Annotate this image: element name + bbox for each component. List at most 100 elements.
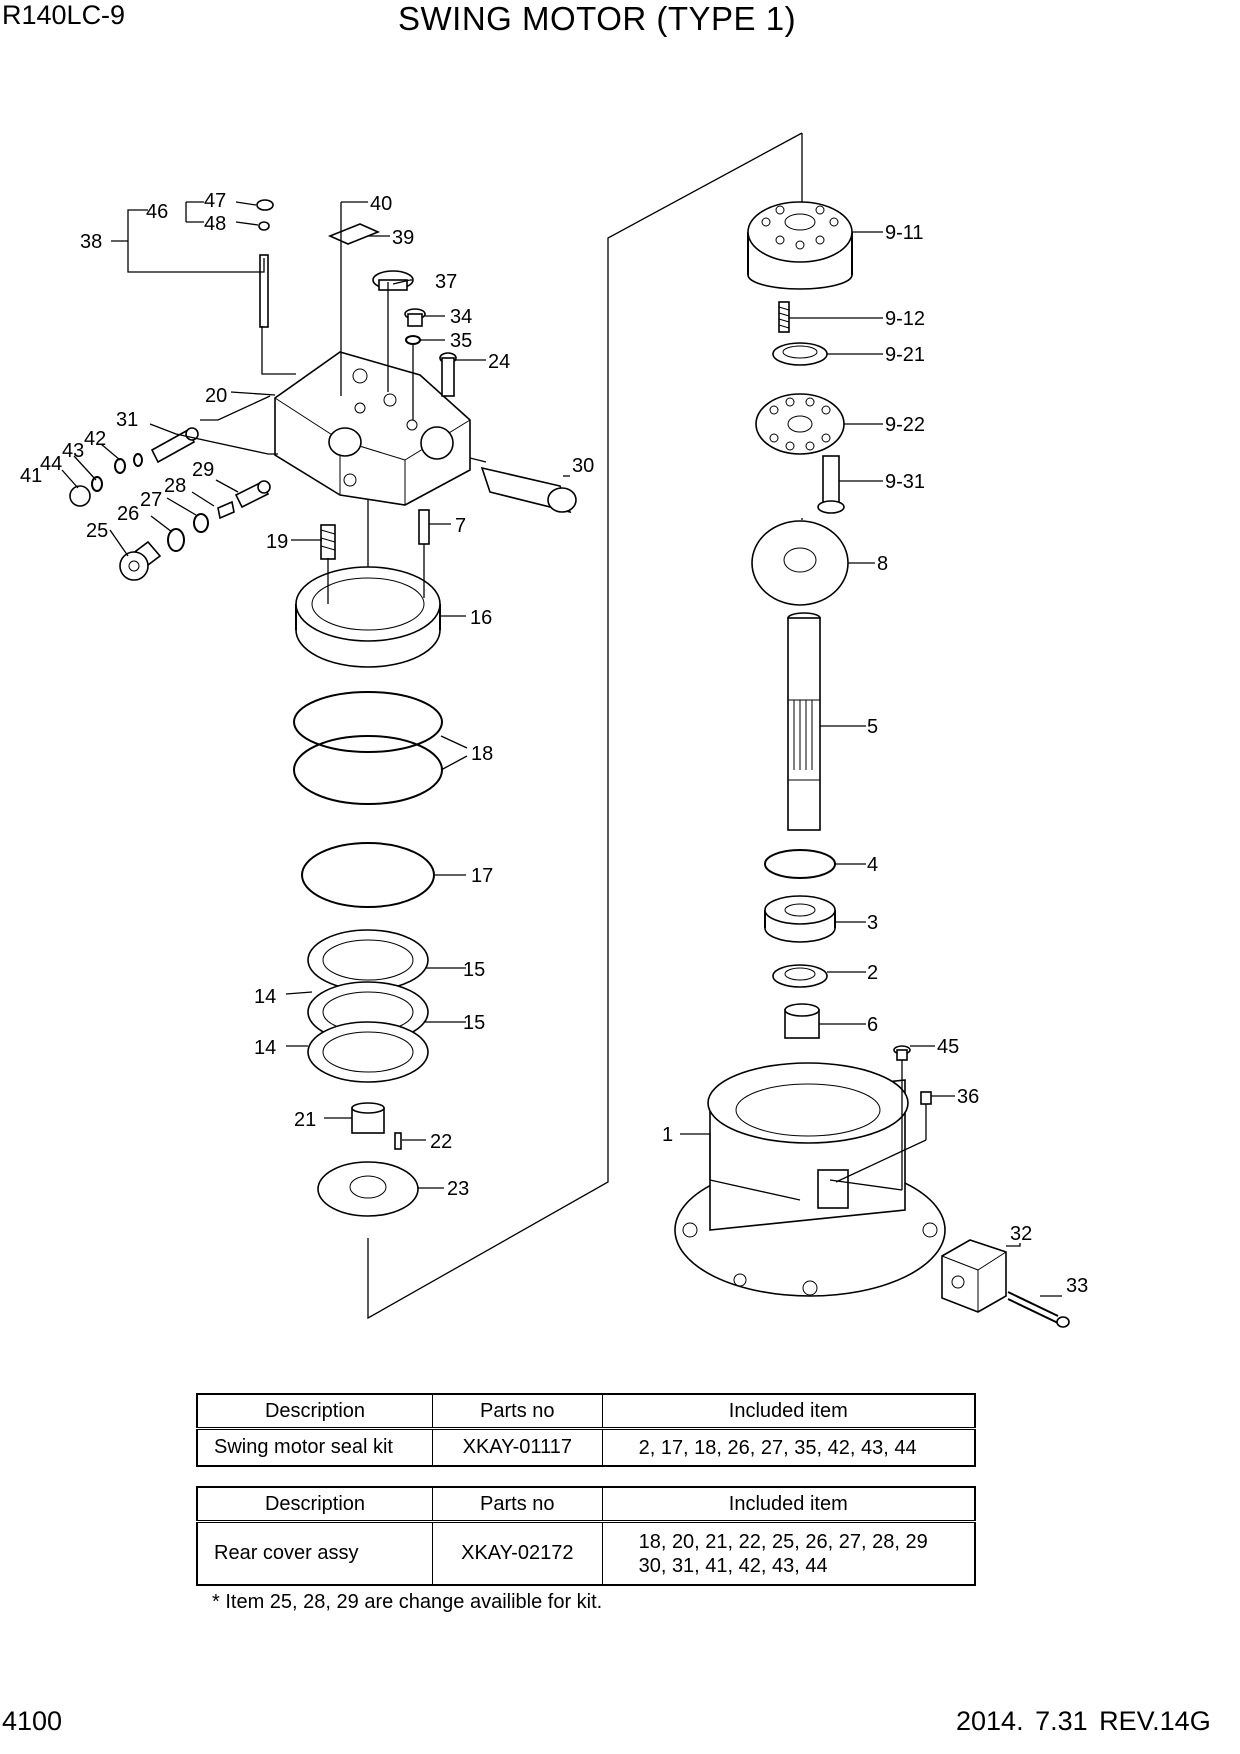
kit-description: Swing motor seal kit	[196, 1428, 433, 1467]
callout-23: 23	[447, 1178, 469, 1200]
header-parts-no: Parts no	[432, 1393, 603, 1430]
part-30-valve	[480, 466, 577, 514]
callout-38: 38	[80, 231, 102, 253]
part-23-valve-plate	[317, 1161, 419, 1217]
callout-30: 30	[572, 455, 594, 477]
part-27-o-ring	[193, 513, 209, 533]
callout-27: 27	[140, 489, 162, 511]
assy-description: Rear cover assy	[196, 1521, 433, 1586]
part-4-snap-ring	[764, 849, 836, 879]
part-7-pin	[418, 509, 430, 545]
part-5-drive-shaft	[787, 612, 821, 831]
part-34-plug	[404, 308, 426, 327]
part-6-bushing	[784, 1003, 820, 1039]
callout-9-11: 9-11	[885, 222, 924, 244]
callout-21: 21	[294, 1109, 316, 1131]
header-included-item: Included item	[601, 1486, 976, 1523]
header-parts-no: Parts no	[432, 1486, 603, 1523]
page-title: SWING MOTOR (TYPE 1)	[398, 0, 797, 37]
callout-28: 28	[164, 475, 186, 497]
page-number: 4100	[2, 1706, 63, 1736]
table-header-row: Description Parts no Included item	[196, 1393, 976, 1430]
callout-33: 33	[1066, 1275, 1088, 1297]
callout-20: 20	[205, 385, 227, 407]
table-header-row: Description Parts no Included item	[196, 1486, 976, 1523]
callout-35: 35	[450, 330, 472, 352]
part-38-assembly	[256, 199, 274, 328]
callout-26: 26	[117, 503, 139, 525]
part-37-cap	[372, 270, 414, 291]
callout-15-b: 15	[463, 1012, 485, 1034]
callout-8: 8	[877, 553, 888, 575]
callout-34: 34	[450, 306, 472, 328]
part-16-brake-piston	[295, 566, 441, 668]
part-39-nameplate	[327, 223, 381, 245]
part-22-pin	[394, 1132, 402, 1150]
part-1-casing	[674, 1062, 946, 1297]
callout-3: 3	[867, 912, 878, 934]
part-36-plug	[920, 1091, 932, 1105]
table-row: Swing motor seal kit XKAY-01117 2, 17, 1…	[196, 1428, 976, 1467]
part-26-o-ring	[167, 528, 185, 552]
callout-7: 7	[455, 515, 466, 537]
part-3-bearing	[764, 895, 836, 943]
callout-43: 43	[62, 440, 84, 462]
part-32-block	[941, 1239, 1007, 1313]
callout-40: 40	[370, 193, 392, 215]
part-9-12-spring	[778, 301, 790, 333]
part-17-o-ring	[301, 842, 435, 908]
part-20-rear-cover	[274, 351, 471, 506]
rear-cover-table: Description Parts no Included item Rear …	[196, 1486, 976, 1586]
kit-parts-no: XKAY-01117	[432, 1428, 603, 1467]
part-31-plug	[150, 427, 199, 464]
part-45-plug	[893, 1045, 911, 1061]
callout-labels: 9-11 9-12 9-21 9-22 9-31 8 5 4 3 2 6 45 …	[20, 190, 1088, 1297]
callout-9-22: 9-22	[885, 414, 925, 436]
callout-19: 19	[266, 531, 288, 553]
part-18-o-rings	[293, 691, 443, 805]
callout-22: 22	[430, 1131, 452, 1153]
part-21-bearing	[351, 1102, 385, 1134]
leader-lines	[61, 201, 1062, 1297]
table-row: Rear cover assy XKAY-02172 18, 20, 21, 2…	[196, 1521, 976, 1586]
header-included-item: Included item	[601, 1393, 976, 1430]
part-2-oil-seal	[772, 964, 828, 988]
callout-37: 37	[435, 271, 457, 293]
part-33-bolt	[1007, 1291, 1070, 1328]
part-29-plug	[234, 480, 271, 509]
callout-16: 16	[470, 607, 492, 629]
part-41-44-seals	[69, 453, 143, 507]
callout-31: 31	[116, 409, 138, 431]
exploded-parts-diagram: 9-11 9-12 9-21 9-22 9-31 8 5 4 3 2 6 45 …	[20, 132, 1088, 1328]
callout-14-a: 14	[254, 986, 276, 1008]
callout-24: 24	[488, 351, 510, 373]
part-35-o-ring	[405, 335, 421, 345]
callout-18: 18	[471, 743, 493, 765]
part-9-11-cylinder-block	[747, 201, 853, 290]
kit-included-items: 2, 17, 18, 26, 27, 35, 42, 43, 44	[601, 1428, 976, 1467]
callout-25: 25	[86, 520, 108, 542]
callout-47: 47	[204, 190, 226, 212]
callout-15-a: 15	[463, 959, 485, 981]
part-14-15-friction-plates	[307, 929, 429, 1083]
assy-parts-no: XKAY-02172	[432, 1521, 603, 1586]
callout-39: 39	[392, 227, 414, 249]
callout-14-b: 14	[254, 1037, 276, 1059]
callout-6: 6	[867, 1014, 878, 1036]
callout-29: 29	[192, 459, 214, 481]
seal-kit-table: Description Parts no Included item Swing…	[196, 1393, 976, 1467]
callout-46: 46	[146, 201, 168, 223]
part-25-plug	[119, 540, 162, 581]
part-9-22-set-plate	[755, 393, 845, 455]
revision-date: 2014. 7.31 REV.14G	[956, 1706, 1211, 1736]
assy-included-line-1: 18, 20, 21, 22, 25, 26, 27, 28, 29	[638, 1530, 928, 1553]
callout-9-12: 9-12	[885, 308, 925, 330]
part-9-31-piston	[817, 455, 845, 514]
callout-44: 44	[40, 453, 62, 475]
part-19-spring	[320, 524, 336, 560]
callout-4: 4	[867, 854, 878, 876]
callout-9-21: 9-21	[885, 344, 925, 366]
callout-2: 2	[867, 962, 878, 984]
callout-42: 42	[84, 428, 106, 450]
header-description: Description	[196, 1393, 433, 1430]
